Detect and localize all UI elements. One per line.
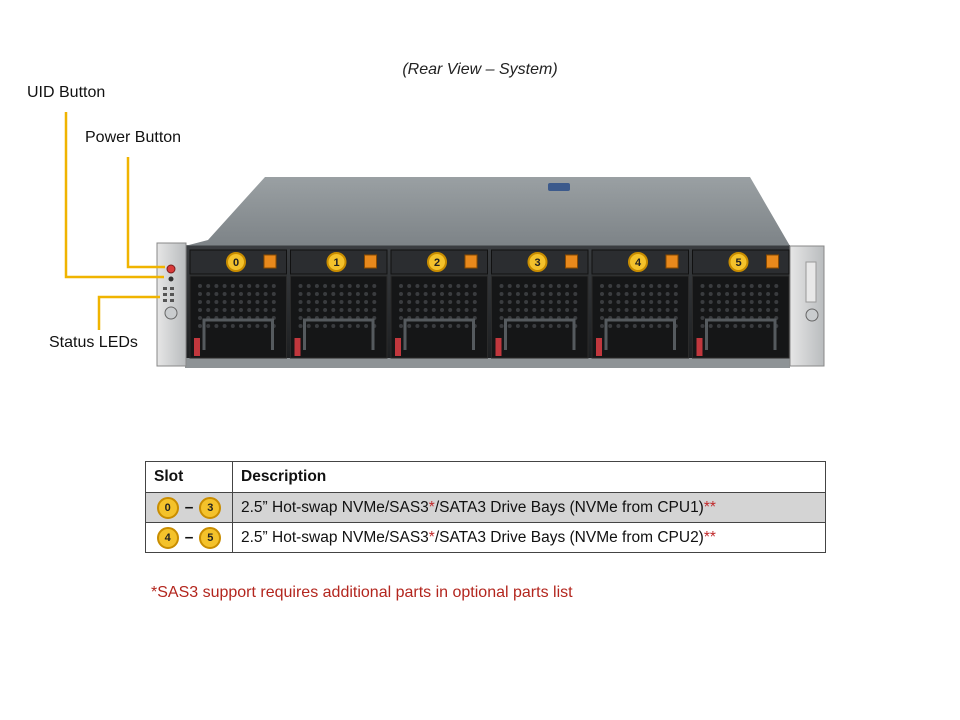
figure-caption: (Rear View – System) [402,61,558,78]
bay-number: 4 [635,257,642,269]
drive-bay[interactable]: 2 [390,249,488,359]
slot-range: 0–3 [145,492,233,523]
slot-badge-icon: 3 [199,496,222,519]
drive-bay[interactable]: 3 [491,249,589,359]
row-description: 2.5” Hot-swap NVMe/SAS3*/SATA3 Drive Bay… [232,492,826,523]
bay-number-badge-icon [527,252,548,272]
bay-number: 3 [534,257,540,269]
uid-button-label: UID Button [27,84,106,101]
power-callout-line [126,157,165,269]
right-thumbscrew [805,308,819,322]
bay-number-badge-icon [326,252,347,272]
left-rack-ear [156,242,187,367]
table-header-row: Slot Description [145,461,826,493]
release-latch [364,254,377,269]
bay-number-badge-icon [427,252,447,272]
bay-number-badge-icon [628,252,648,272]
status-leds [163,287,174,302]
top-latch [548,183,570,191]
bay-number-badge-icon [728,252,749,272]
release-latch [464,254,478,269]
table-row: 4–5 2.5” Hot-swap NVMe/SAS3*/SATA3 Drive… [145,522,826,553]
slot-range: 4–5 [145,522,233,553]
slot-badge-icon: 4 [156,526,179,549]
range-dash: – [184,498,194,516]
left-thumbscrew [164,306,178,320]
table-row: 0–3 2.5” Hot-swap NVMe/SAS3*/SATA3 Drive… [145,492,826,523]
callout-lines [64,112,165,330]
power-button [168,276,174,282]
release-latch [263,254,277,269]
status-leds-label: Status LEDs [49,334,138,351]
chassis-top [185,177,790,246]
drive-bay[interactable]: 1 [290,249,388,359]
power-button-label: Power Button [85,129,182,146]
row-description: 2.5” Hot-swap NVMe/SAS3*/SATA3 Drive Bay… [232,522,826,553]
bay-number-badge-icon [226,252,246,272]
brand-plate [805,261,817,303]
uid-callout-line [64,112,164,279]
slot-badge-icon: 0 [156,496,179,519]
drive-bay[interactable]: 5 [692,249,790,359]
release-latch [766,254,779,269]
release-latch [665,254,679,269]
drive-bay[interactable]: 0 [189,249,287,359]
slot-header: Slot [145,461,233,493]
bay-number: 0 [233,257,239,269]
bay-number: 2 [434,257,440,269]
slot-description-table: Slot Description 0–3 2.5” Hot-swap NVMe/… [145,461,826,553]
bay-number: 1 [333,257,339,269]
bay-number: 5 [735,257,741,269]
footnote: *SAS3 support requires additional parts … [151,584,573,601]
drive-bay[interactable]: 4 [591,249,689,359]
range-dash: – [184,528,194,546]
uid-button [166,264,176,274]
release-latch [565,254,578,269]
status-callout-line [97,295,160,330]
slot-badge-icon: 5 [199,526,222,549]
description-header: Description [232,461,826,493]
